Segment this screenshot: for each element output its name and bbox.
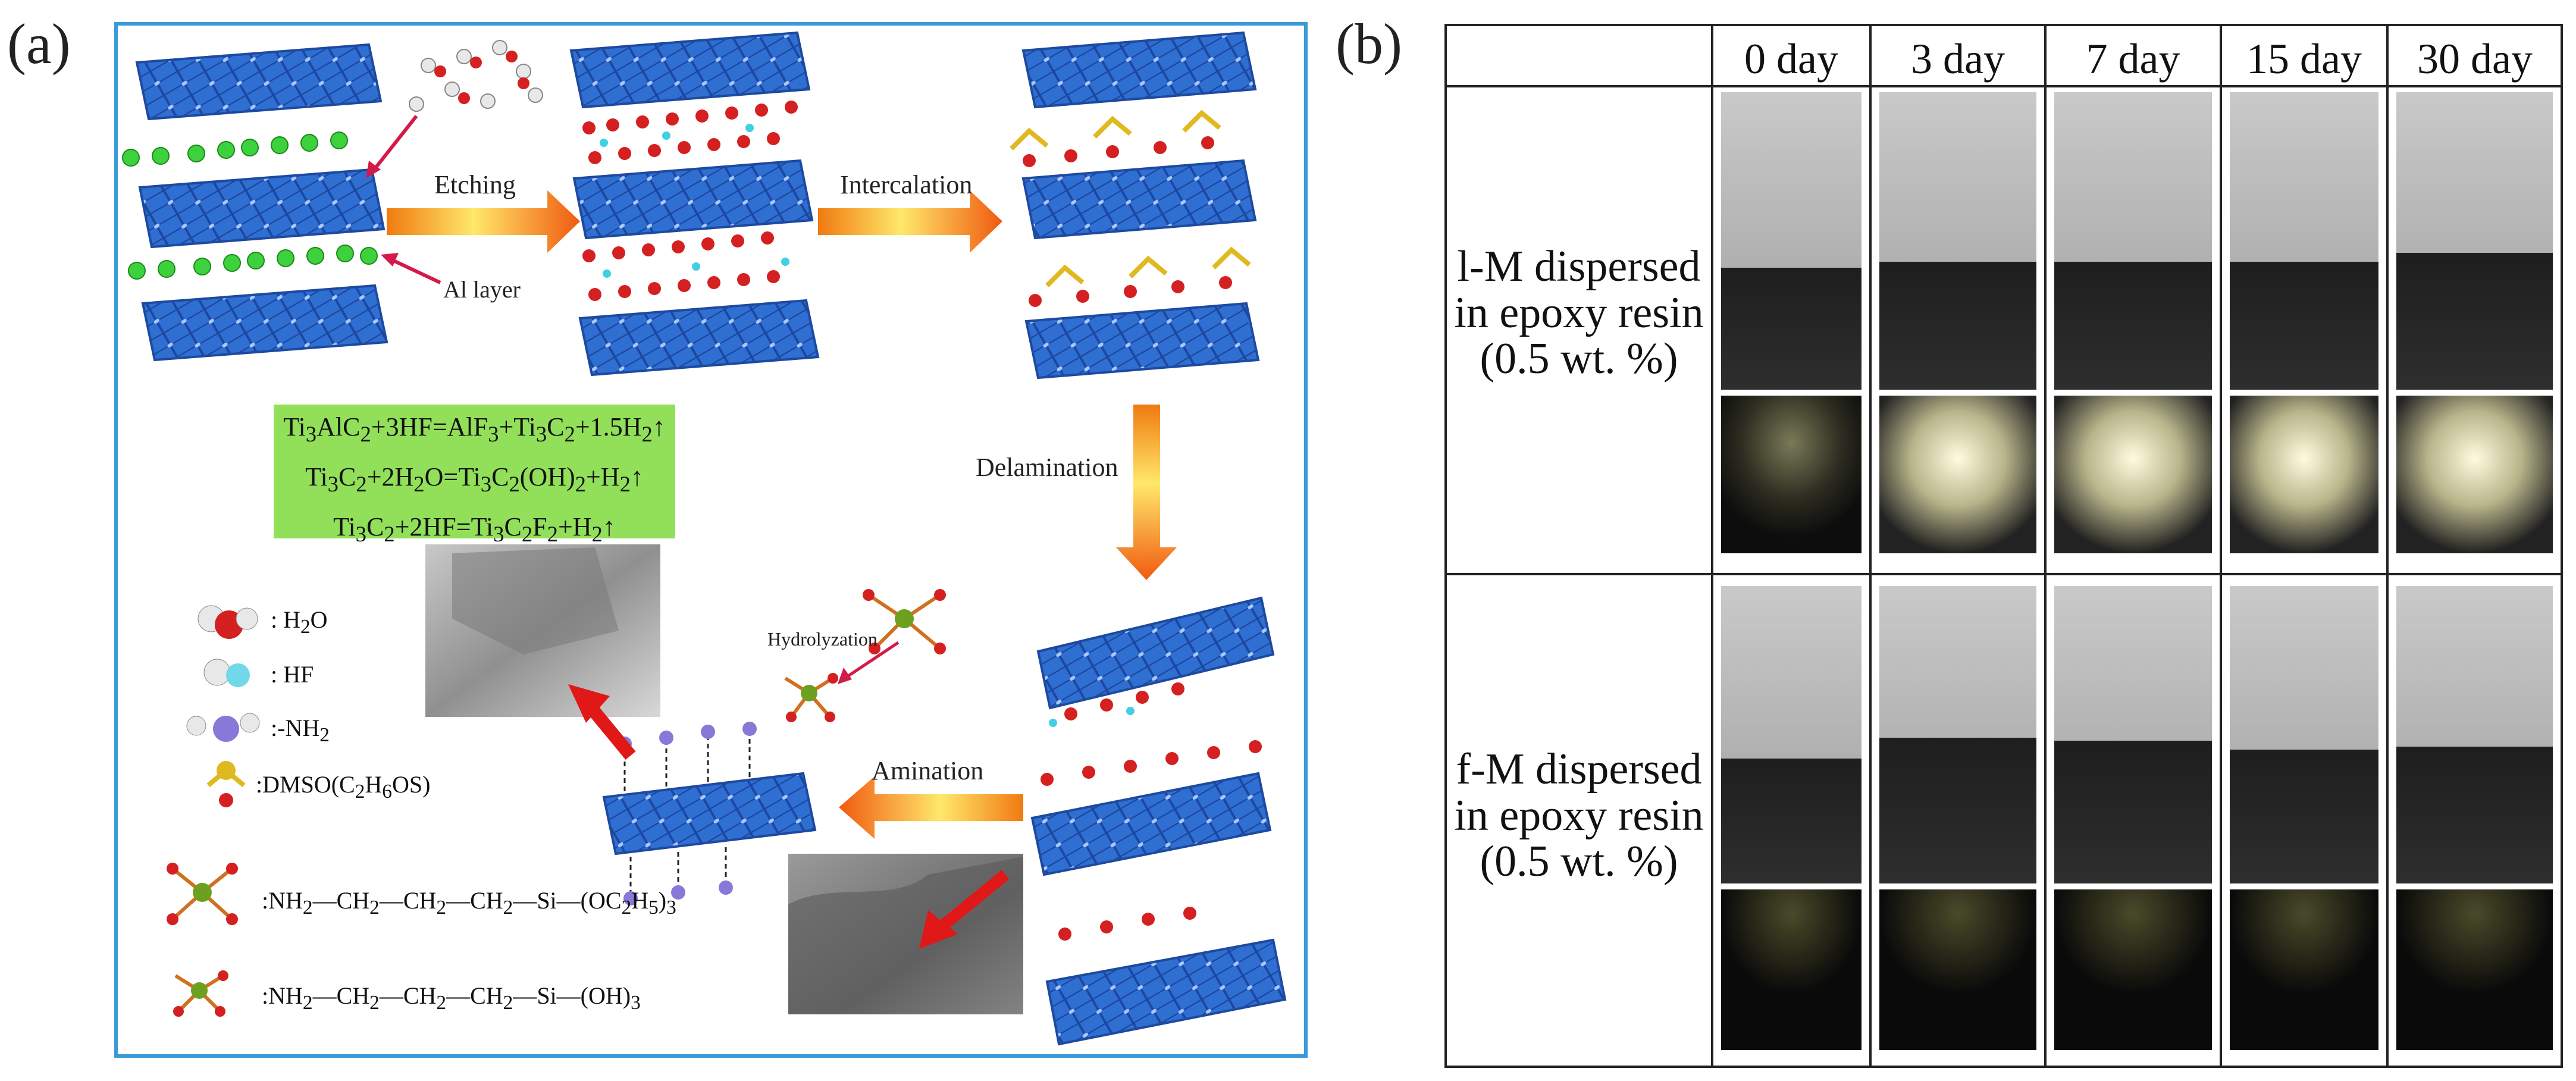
vial-r1-c5-bottom: [2396, 396, 2553, 553]
legend-h2o-label: : H2O: [271, 606, 328, 638]
vial-r2-c2-bottom: [1879, 889, 2036, 1050]
amination-arrow: Amination: [839, 756, 1023, 839]
intercalated-mxene-structure: [1010, 31, 1260, 380]
legend-silane-icon-2: [173, 970, 228, 1017]
legend-hf-icon: [203, 659, 250, 687]
hf-molecules-cluster: [409, 40, 543, 112]
silane-molecule-hydrolyzed: [784, 673, 838, 722]
equation-2: Ti3C2+2H2O=Ti3C2(OH)2+H2↑: [305, 462, 644, 496]
col-header-1: 3 day: [1911, 35, 2005, 83]
etched-mxene-structure: [569, 31, 820, 377]
legend-silane-label-2: :NH2—CH2—CH2—CH2—Si—(OH)3: [262, 982, 641, 1014]
panel-b-letter: (b): [1336, 12, 1402, 76]
panel-a-diagram: Al layer Etching Intercalation: [114, 22, 1308, 1058]
etching-label: Etching: [434, 170, 516, 199]
legend-nh2-icon: [186, 713, 260, 742]
legend-dmso-label: :DMSO(C2H6OS): [256, 771, 431, 803]
tem-image-delaminated: [788, 854, 1023, 1014]
vial-r2-c4-bottom: [2230, 889, 2378, 1050]
equation-box: [274, 405, 675, 538]
legend-h2o-icon: [198, 605, 258, 639]
legend-silane-label-1: :NH2—CH2—CH2—CH2—Si—(OC2H5)3: [262, 887, 676, 919]
vial-r2-c3-bottom: [2054, 889, 2212, 1050]
vial-r2-c5-bottom: [2396, 889, 2553, 1050]
intercalation-label: Intercalation: [840, 170, 972, 199]
panel-a-frame: [114, 22, 1308, 1058]
vial-r2-c1-bottom: [1721, 889, 1862, 1050]
hydrolyzation-label: Hydrolyzation: [767, 628, 878, 650]
delamination-label: Delamination: [976, 453, 1118, 482]
tem-image-etched: [425, 544, 660, 717]
delaminated-flake: [1036, 596, 1275, 727]
col-header-4: 30 day: [2417, 35, 2533, 83]
panel-b-table: [1444, 24, 2563, 1068]
delamination-arrow: Delamination: [976, 405, 1177, 580]
vial-r1-c2-bottom: [1879, 396, 2036, 553]
panel-a-letter: (a): [7, 12, 71, 76]
col-header-3: 15 day: [2246, 35, 2362, 83]
equations-block: Ti3AlC2+3HF=AlF3+Ti3C2+1.5H2↑ Ti3C2+2H2O…: [274, 406, 675, 555]
legend-nh2-label: :-NH2: [271, 715, 330, 746]
col-header-2: 7 day: [2086, 35, 2180, 83]
equation-3: Ti3C2+2HF=Ti3C2F2+H2↑: [333, 512, 616, 546]
legend-dmso-icon: [206, 761, 246, 807]
aminated-mxene-structure: [602, 722, 817, 905]
silane-molecule-top: [863, 589, 946, 654]
row-label-2: f-M dispersed in epoxy resin (0.5 wt. %): [1454, 745, 1704, 886]
intercalation-arrow: Intercalation: [818, 170, 1002, 253]
col-header-0: 0 day: [1744, 35, 1838, 83]
amination-label: Amination: [872, 756, 983, 785]
multilayer-flakes-bottom-right: [1030, 740, 1287, 1046]
legend-hf-label: : HF: [271, 661, 314, 688]
legend-silane-icon-1: [167, 863, 238, 925]
vial-r1-c3-bottom: [2054, 396, 2212, 553]
row-label-1: l-M dispersed in epoxy resin (0.5 wt. %): [1454, 242, 1704, 384]
vial-r1-c1-bottom: [1721, 396, 1862, 553]
al-layer-label: Al layer: [443, 276, 521, 303]
etching-arrow: Etching: [387, 170, 580, 253]
vial-r1-c4-bottom: [2230, 396, 2378, 553]
equation-1: Ti3AlC2+3HF=AlF3+Ti3C2+1.5H2↑: [283, 412, 666, 446]
max-phase-structure: [122, 43, 388, 362]
